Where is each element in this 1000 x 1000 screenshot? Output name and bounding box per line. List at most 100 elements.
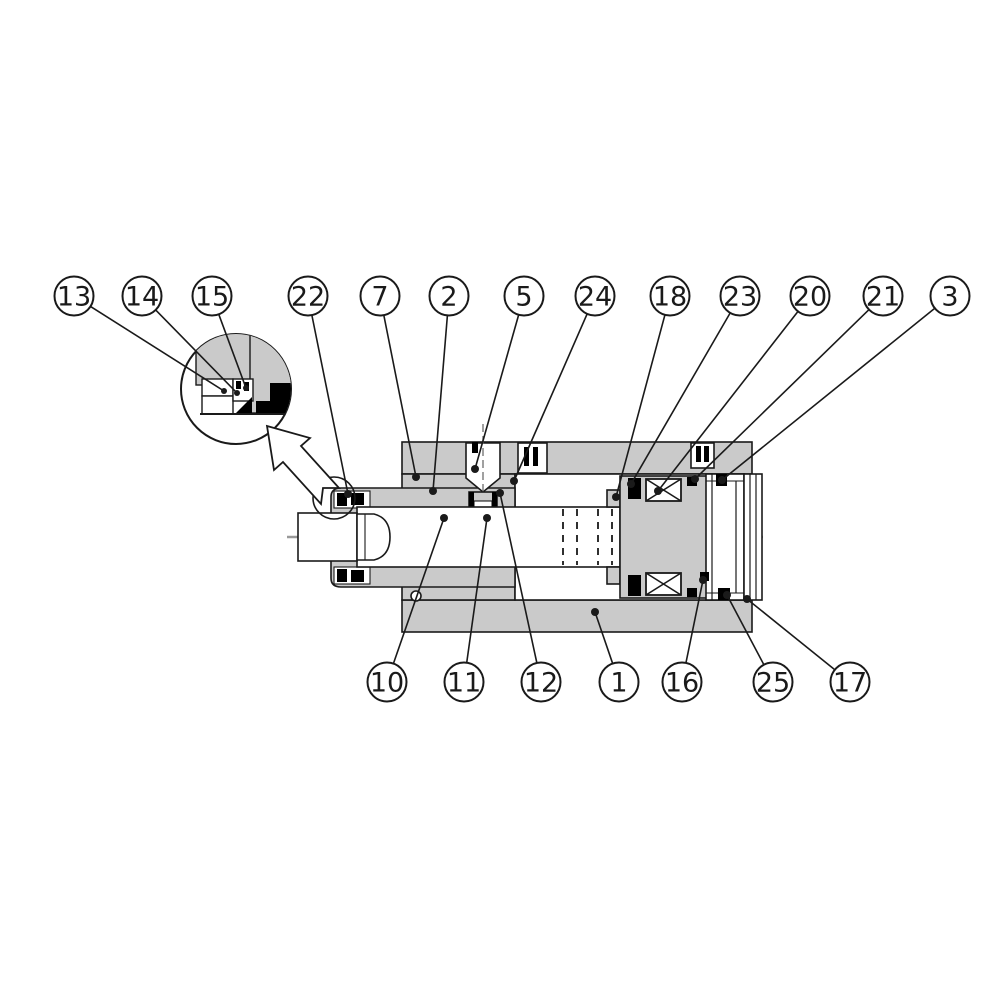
leader-line-16 xyxy=(685,579,704,664)
balloon-11 xyxy=(443,661,485,703)
balloon-label-22: 22 xyxy=(291,282,325,313)
callout-5: 5 xyxy=(471,275,545,473)
callout-12: 12 xyxy=(496,489,562,703)
leader-dot-16 xyxy=(699,576,707,584)
callout-13: 13 xyxy=(53,275,227,394)
callout-18: 18 xyxy=(612,275,691,501)
balloon-16 xyxy=(661,661,703,703)
detail-wiper-lip xyxy=(236,397,252,413)
balloon-17 xyxy=(829,661,871,703)
balloon-12 xyxy=(520,661,562,703)
leader-dot-25 xyxy=(723,591,731,599)
callout-25: 25 xyxy=(723,591,794,703)
balloon-label-5: 5 xyxy=(515,282,532,313)
piston-seal-bottom xyxy=(628,575,641,596)
leader-dot-11 xyxy=(483,514,491,522)
leader-line-10 xyxy=(392,517,445,664)
balloon-label-20: 20 xyxy=(793,282,827,313)
cylinder-body-bottom-plate xyxy=(401,599,753,633)
callout-16: 16 xyxy=(661,576,707,703)
callout-21: 21 xyxy=(691,275,904,483)
balloon-15 xyxy=(191,275,233,317)
valve-stem-seal-right xyxy=(492,492,497,510)
rod-end xyxy=(297,512,358,562)
callout-7: 7 xyxy=(359,275,420,481)
wear-ring-bottom xyxy=(687,588,697,597)
balloon-label-7: 7 xyxy=(371,282,388,313)
balloon-label-21: 21 xyxy=(866,282,900,313)
leader-line-12 xyxy=(499,492,538,664)
leader-dot-14 xyxy=(234,390,240,396)
balloon-label-17: 17 xyxy=(833,668,867,699)
detail-seal-14 xyxy=(236,381,241,389)
leader-dot-18 xyxy=(612,493,620,501)
leader-line-2 xyxy=(432,315,449,492)
balloon-label-1: 1 xyxy=(610,668,627,699)
balloon-25 xyxy=(752,661,794,703)
balloon-label-13: 13 xyxy=(57,282,91,313)
balloon-label-15: 15 xyxy=(195,282,229,313)
leader-dot-2 xyxy=(429,487,437,495)
callout-17: 17 xyxy=(743,595,871,703)
callout-2: 2 xyxy=(428,275,470,495)
leader-line-15 xyxy=(218,314,247,389)
leader-line-3 xyxy=(721,307,936,481)
leader-dot-13 xyxy=(221,388,227,394)
piston-magnet-top xyxy=(645,478,682,502)
balloon-label-16: 16 xyxy=(665,668,699,699)
balloon-3 xyxy=(929,275,971,317)
rod-end-nose xyxy=(356,513,391,561)
balloon-23 xyxy=(719,275,761,317)
leader-dot-10 xyxy=(440,514,448,522)
rod-wiper-seal-top xyxy=(337,493,347,506)
balloon-10 xyxy=(366,661,408,703)
leader-dot-7 xyxy=(412,473,420,481)
leader-dot-23 xyxy=(627,480,635,488)
leader-dot-1 xyxy=(591,608,599,616)
balloon-13 xyxy=(53,275,95,317)
leader-line-1 xyxy=(594,611,614,664)
balloon-24 xyxy=(574,275,616,317)
leader-line-23 xyxy=(630,312,731,485)
valve-stem-seal-left xyxy=(469,492,474,510)
rod-packing-seal-top xyxy=(351,493,364,505)
balloon-label-18: 18 xyxy=(653,282,687,313)
leader-line-25 xyxy=(726,594,765,666)
balloon-label-3: 3 xyxy=(941,282,958,313)
piston-magnet-bottom xyxy=(645,572,682,596)
leader-dot-24 xyxy=(510,477,518,485)
callout-24: 24 xyxy=(510,275,616,485)
balloon-label-10: 10 xyxy=(370,668,404,699)
leader-line-17 xyxy=(746,598,836,671)
leader-line-22 xyxy=(311,314,349,495)
balloon-label-11: 11 xyxy=(447,668,481,699)
leader-line-5 xyxy=(474,314,520,470)
rod-wiper-seal-bottom xyxy=(337,569,347,582)
leader-dot-17 xyxy=(743,595,751,603)
end-cover xyxy=(743,473,763,601)
balloon-label-25: 25 xyxy=(756,668,790,699)
detail-view xyxy=(180,333,292,445)
leader-dot-22 xyxy=(344,490,352,498)
leader-line-11 xyxy=(465,517,488,663)
end-cup xyxy=(705,473,745,601)
leader-line-7 xyxy=(383,314,417,478)
balloon-22 xyxy=(287,275,329,317)
balloon-7 xyxy=(359,275,401,317)
leader-line-20 xyxy=(657,310,799,492)
port-b xyxy=(690,442,715,469)
balloon-18 xyxy=(649,275,691,317)
balloon-label-14: 14 xyxy=(125,282,159,313)
callout-3: 3 xyxy=(718,275,971,484)
rod-packing-seal-bottom xyxy=(351,570,364,582)
callout-11: 11 xyxy=(443,514,491,703)
callout-14: 14 xyxy=(121,275,240,396)
detail-source-circle xyxy=(312,476,356,520)
balloon-21 xyxy=(862,275,904,317)
leader-dot-15 xyxy=(243,385,249,391)
balloon-label-24: 24 xyxy=(578,282,612,313)
leader-line-13 xyxy=(90,305,225,392)
